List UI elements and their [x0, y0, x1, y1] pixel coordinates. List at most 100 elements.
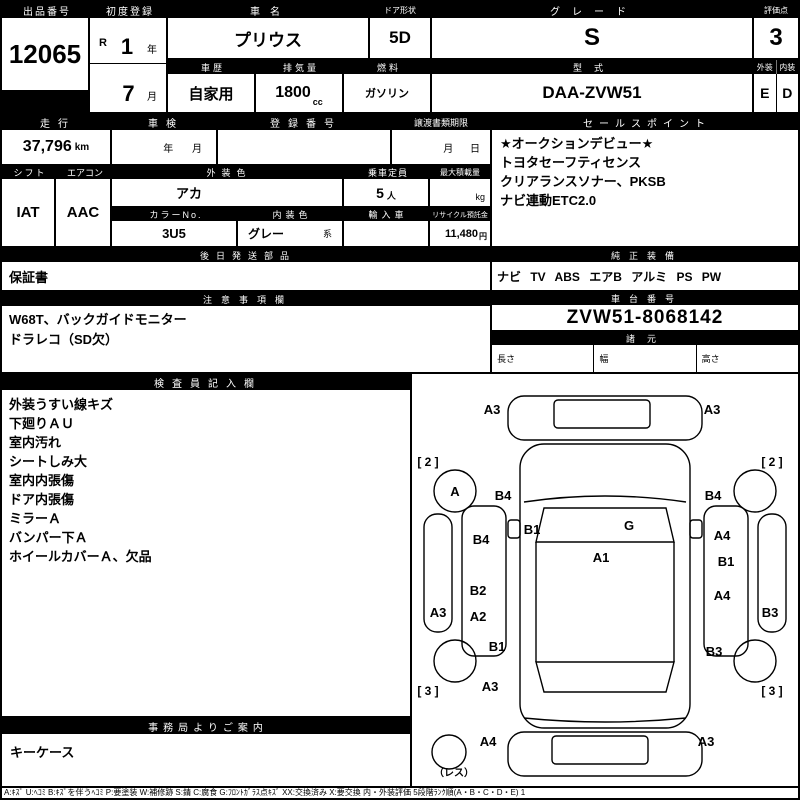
- door-shape-label: ドア形状: [370, 2, 430, 18]
- damage-mark: A3: [482, 679, 499, 694]
- aircon-cell: エアコン AAC: [56, 166, 110, 246]
- max-load-label: 最大積載量: [430, 166, 490, 179]
- color-no-cell: カラーNo. 3U5: [112, 208, 236, 246]
- inspector-notes-label: 検査員記入欄: [2, 374, 410, 390]
- score-value: 3: [769, 24, 783, 51]
- inspection-value: 年 月: [163, 143, 202, 155]
- spec-row: 長さ 幅 高さ: [492, 345, 798, 372]
- inspector-note-line: バンパー下Ａ: [9, 530, 88, 545]
- spec-width: 幅: [594, 345, 696, 372]
- month-unit: 月: [147, 92, 157, 103]
- caution-label: 注意事項欄: [2, 292, 490, 306]
- exterior-grade-value: E: [760, 85, 770, 101]
- inspector-note-line: ホイールカバーＡ、欠品: [9, 549, 152, 564]
- office-info-value: キーケース: [10, 745, 75, 760]
- inspector-note-line: ミラーＡ: [9, 511, 62, 526]
- interior-color-suffix: 系: [322, 229, 332, 239]
- damage-mark: A3: [698, 734, 715, 749]
- inspection-cell: 車検 年 月: [112, 114, 216, 164]
- inspector-note-line: ドア内張傷: [9, 492, 75, 507]
- car-outline: [423, 395, 787, 777]
- max-load-cell: 最大積載量 kg: [430, 166, 490, 206]
- front-bumper: [507, 395, 703, 441]
- exterior-color-cell: 外装色 アカ: [112, 166, 342, 206]
- recycle-deposit-wrap: 11,480 円: [430, 221, 490, 246]
- chassis-cell: 車台番号 ZVW51-8068142: [492, 292, 798, 330]
- spec-height: 高さ: [696, 345, 798, 372]
- year-value: 1: [120, 34, 134, 59]
- exterior-color-value: アカ: [176, 186, 203, 201]
- right-side-panel: [703, 505, 749, 657]
- damage-mark: （レス）: [434, 766, 474, 779]
- model-cell: 型式 DAA-ZVW51: [432, 60, 752, 112]
- windshield: [535, 507, 675, 543]
- front-plate: [553, 399, 651, 429]
- model-value: DAA-ZVW51: [542, 83, 642, 102]
- interior-color-value: グレー: [248, 227, 285, 241]
- grade-label: グレード: [432, 2, 752, 18]
- right-mirror: [689, 519, 703, 539]
- damage-mark: A3: [484, 402, 501, 417]
- era-value: R: [99, 37, 107, 49]
- interior-grade-value: D: [782, 85, 793, 101]
- import-car-label: 輸入車: [344, 208, 428, 221]
- damage-mark: A2: [470, 609, 487, 624]
- sales-point-line: ナビ連動ETC2.0: [500, 193, 597, 208]
- month-value: 7: [122, 81, 135, 106]
- capacity-cell: 乗車定員 5 人: [344, 166, 428, 206]
- capacity-unit: 人: [386, 191, 396, 201]
- model-label: 型式: [432, 60, 752, 74]
- rear-right-wheel: [733, 639, 777, 683]
- capacity-value-wrap: 5 人: [344, 179, 428, 206]
- sales-points-cell: セールスポイント ★オークションデビュー★ トヨタセーフティセンス クリアランス…: [492, 114, 798, 246]
- grade-cell: グレード S: [432, 2, 752, 58]
- damage-mark: B4: [705, 488, 722, 503]
- spec-height-label: 高さ: [701, 354, 720, 364]
- office-info-cell: 事務局よりご案内 キーケース: [2, 718, 410, 786]
- sales-point-line: ★オークションデビュー★: [500, 136, 654, 151]
- spare-tire: [431, 734, 467, 770]
- import-car-value: [344, 221, 428, 246]
- caution-line: W68T、バックガイドモニター: [9, 312, 187, 327]
- spec-length-label: 長さ: [497, 354, 516, 364]
- year-unit: 年: [147, 45, 157, 56]
- color-no-value: 3U5: [162, 226, 186, 241]
- damage-mark: [ 3 ]: [417, 684, 438, 698]
- spec-cell: 諸元 長さ 幅 高さ: [492, 332, 798, 372]
- chassis-value: ZVW51-8068142: [566, 306, 724, 328]
- sales-point-line: トヨタセーフティセンス: [500, 155, 642, 170]
- damage-mark: A3: [430, 605, 447, 620]
- displacement-value-wrap: 1800 cc: [256, 74, 342, 112]
- interior-grade-label: 内装: [779, 62, 796, 72]
- displacement-unit: cc: [312, 97, 323, 107]
- capacity-value: 5: [376, 184, 384, 201]
- interior-color-cell: 内装色 グレー 系: [238, 208, 342, 246]
- aircon-label: エアコン: [56, 166, 110, 179]
- score-cell: 評価点 3: [754, 2, 798, 58]
- recycle-deposit-value: 11,480: [444, 227, 478, 240]
- lot-number-cell: 出品番号 12065: [2, 2, 88, 112]
- damage-mark: B3: [762, 605, 779, 620]
- damage-mark: A: [450, 484, 460, 499]
- trunk-line: [523, 717, 687, 723]
- mileage-cell: 走行 37,796 km: [2, 114, 110, 164]
- import-car-cell: 輸入車: [344, 208, 428, 246]
- damage-mark: A4: [714, 588, 731, 603]
- legend-bar: A:ｷｽﾞ U:ﾍｺﾐ B:ｷｽﾞを伴うﾍｺﾐ P:要塗装 W:補修跡 S:錆 …: [2, 788, 798, 798]
- door-shape-value: 5D: [389, 28, 411, 47]
- damage-mark: B1: [524, 522, 541, 537]
- inspector-note-line: シートしみ大: [9, 454, 88, 469]
- first-registration-label: 初度登録: [90, 2, 166, 18]
- damage-mark: A4: [480, 734, 497, 749]
- registration-no-cell: 登録番号: [218, 114, 390, 164]
- door-shape-cell: ドア形状 5D: [370, 2, 430, 58]
- sales-points-label: セールスポイント: [492, 114, 798, 130]
- damage-mark: B1: [489, 639, 506, 654]
- mileage-unit: km: [74, 141, 90, 153]
- rear-window: [535, 661, 675, 693]
- rear-left-wheel: [433, 639, 477, 683]
- history-value: 自家用: [188, 85, 234, 103]
- left-rocker-panel: [423, 513, 453, 633]
